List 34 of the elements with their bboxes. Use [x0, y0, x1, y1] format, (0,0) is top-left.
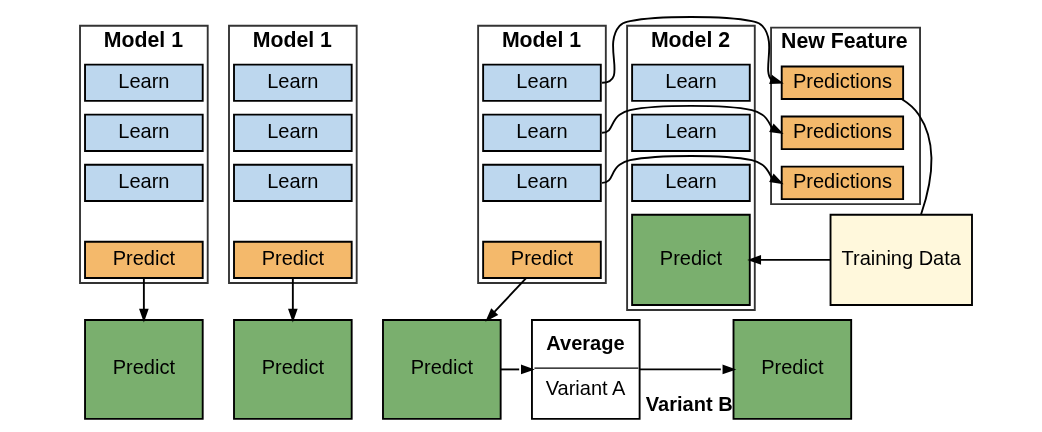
node-box: Predict	[631, 213, 751, 306]
node-box: Predictions	[780, 165, 905, 201]
node-box: Learn	[482, 113, 602, 152]
node-box: Predict	[732, 319, 853, 420]
node-box: Learn	[233, 163, 353, 202]
node-box: Learn	[84, 163, 204, 202]
connector	[901, 98, 933, 216]
node-box: Learn	[631, 113, 751, 152]
node-box: Predict	[233, 240, 353, 279]
arrow	[499, 364, 535, 375]
node-box: Learn	[482, 163, 602, 202]
node-box: Predict	[84, 240, 204, 279]
node-box: Learn	[631, 163, 751, 202]
arrow	[638, 364, 737, 375]
arrow	[601, 104, 784, 135]
arrow	[485, 277, 527, 322]
arrow	[601, 155, 784, 185]
arrow	[747, 255, 832, 265]
node-box: Training Data	[829, 213, 973, 306]
arrow	[139, 277, 149, 323]
arrow	[288, 277, 298, 323]
node-box: Predict	[84, 319, 204, 420]
node-box: Learn	[631, 63, 751, 102]
node-box: Predict	[233, 319, 353, 420]
node-box: Predictions	[780, 65, 905, 100]
node-label: Variant B	[645, 393, 733, 416]
node-box: Predict	[482, 240, 602, 279]
node-box: Learn	[84, 113, 204, 152]
node-box: Learn	[233, 113, 353, 152]
node-box: Learn	[482, 63, 602, 102]
node-box: Learn	[84, 63, 204, 102]
node-box: Predict	[382, 319, 502, 420]
node-box: Learn	[233, 63, 353, 102]
node-box: Predictions	[780, 115, 905, 151]
